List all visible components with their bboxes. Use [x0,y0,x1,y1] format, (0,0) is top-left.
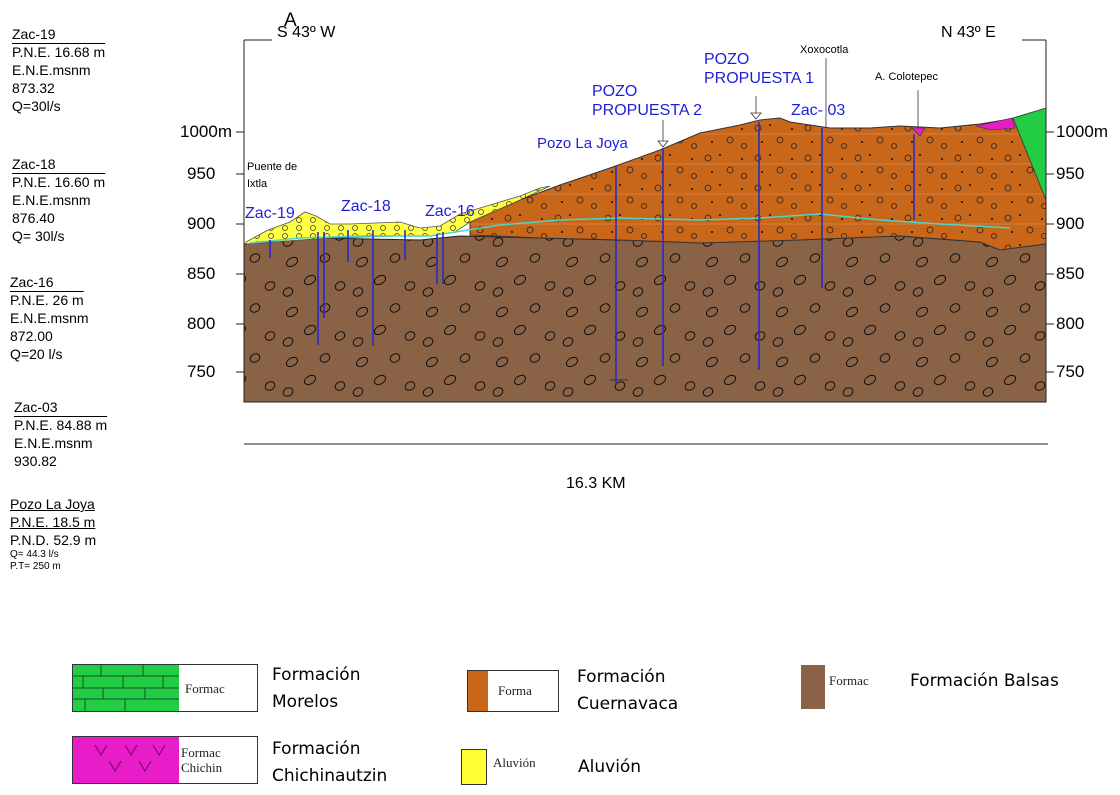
well-flow: Q= 44.3 l/s [10,549,59,560]
elev-label-left: 850 [187,264,216,283]
elev-label-right: 800 [1056,314,1085,333]
marker-propuesta-1 [750,112,762,120]
formation-chichinautzin [911,127,926,137]
well-name: Zac-18 [12,156,56,172]
direction-right: N 43º E [941,24,996,41]
legend-swatch-chichinautzin: Formac Chichin [72,736,258,784]
elev-label-left: 950 [187,164,216,183]
well-pnd: P.N.D. 52.9 m [10,532,97,548]
legend-swatch-cuernavaca: Forma [467,670,559,712]
well-pne: P.N.E. 16.68 m [12,44,106,60]
well-ene-label: E.N.E.msnm [12,192,91,208]
brick-pattern-icon [73,665,179,711]
elev-label-right: 1000m [1056,122,1108,141]
legend-swatch-morelos: Formac [72,664,258,712]
well-ene-value: 930.82 [14,453,57,469]
well-ene-label: E.N.E.msnm [12,62,91,78]
well-flow: Q=20 l/s [10,346,63,362]
label-zac-18: Zac-18 [341,198,391,215]
well-flow: Q=30l/s [12,98,61,114]
legend-label-aluvion: Aluvión [578,757,642,777]
formation-balsas [243,235,1047,403]
well-pne: P.N.E. 16.60 m [12,174,106,190]
label-zac-03: Zac- 03 [791,102,846,119]
legend-label-morelos: Formación Morelos [272,665,361,712]
elev-label-left: 750 [187,362,216,381]
legend-swatch-label: Forma [498,683,532,698]
formation-chichinautzin [975,117,1016,131]
well-name: Zac-16 [10,274,54,290]
well-ene-label: E.N.E.msnm [14,435,93,451]
well-ene-value: 872.00 [10,328,53,344]
well-flow: Q= 30l/s [12,228,65,244]
well-ene-label: E.N.E.msnm [10,310,89,326]
section-point-label: A [284,10,297,31]
well-info-zac-18: Zac-18 P.N.E. 16.60 m E.N.E.msnm 876.40 … [12,155,105,245]
cuernavaca-color-icon [468,671,488,711]
elevation-ticks-right [1046,131,1054,373]
well-pne: P.N.E. 26 m [10,292,84,308]
well-ene-value: 876.40 [12,210,55,226]
elev-label-right: 750 [1056,362,1085,381]
label-pozo-propuesta-1: POZO PROPUESTA 1 [704,51,814,87]
well-name: Pozo La Joya [10,496,95,512]
legend-label-chichinautzin: Formación Chichinautzin [272,739,388,786]
legend-swatch-aluvion: Aluvión [460,744,562,788]
water-table-line [249,213,1011,244]
label-pozo-propuesta-2: POZO PROPUESTA 2 [592,83,702,119]
formation-cuernavaca [469,117,1047,251]
label-a-colotepec: A. Colotepec [875,71,938,83]
label-xoxocotla: Xoxocotla [800,44,849,56]
well-pne: P.N.E. 84.88 m [14,417,108,433]
legend-swatch-label: Formac Chichin [181,745,223,775]
label-pozo-la-joya: Pozo La Joya [537,135,628,152]
label-puente-de-ixtla: Puente de Ixtla [247,161,298,190]
aluvion-color-icon [461,749,487,785]
label-zac-19: Zac-19 [245,205,295,222]
scale-label: 16.3 KM [566,475,626,492]
well-depth: P.T= 250 m [10,561,61,572]
elev-label-right: 850 [1056,264,1085,283]
well-info-zac-03: Zac-03 P.N.E. 84.88 m E.N.E.msnm 930.82 [14,398,107,470]
marker-propuesta-2 [657,140,669,148]
legend-label-balsas: Formación Balsas [910,671,1059,691]
balsas-color-icon [801,665,825,709]
direction-left: S 43º W [277,24,336,41]
elev-label-right: 900 [1056,214,1085,233]
well-info-zac-16: Zac-16 P.N.E. 26 m E.N.E.msnm 872.00 Q=2… [10,273,89,363]
elev-label-left: 900 [187,214,216,233]
legend-swatch-label: Formac [829,673,869,688]
legend-swatch-balsas: Formac [800,664,902,710]
legend-swatch-label: Formac [185,681,225,696]
well-info-la-joya: Pozo La Joya P.N.E. 18.5 m P.N.D. 52.9 m… [10,495,96,573]
elev-label-left: 800 [187,314,216,333]
well-name: Zac-03 [14,399,58,415]
legend-swatch-label: Aluvión [493,755,536,770]
v-pattern-icon [73,737,179,783]
well-pne: P.N.E. 18.5 m [10,514,96,530]
elevation-ticks-left [236,131,244,373]
legend-label-cuernavaca: Formación Cuernavaca [577,667,679,714]
well-ene-value: 873.32 [12,80,55,96]
label-zac-16: Zac-16 [425,203,475,220]
elev-label-left: 1000m [180,122,232,141]
elev-label-right: 950 [1056,164,1085,183]
well-info-zac-19: Zac-19 P.N.E. 16.68 m E.N.E.msnm 873.32 … [12,25,105,115]
well-name: Zac-19 [12,26,56,42]
